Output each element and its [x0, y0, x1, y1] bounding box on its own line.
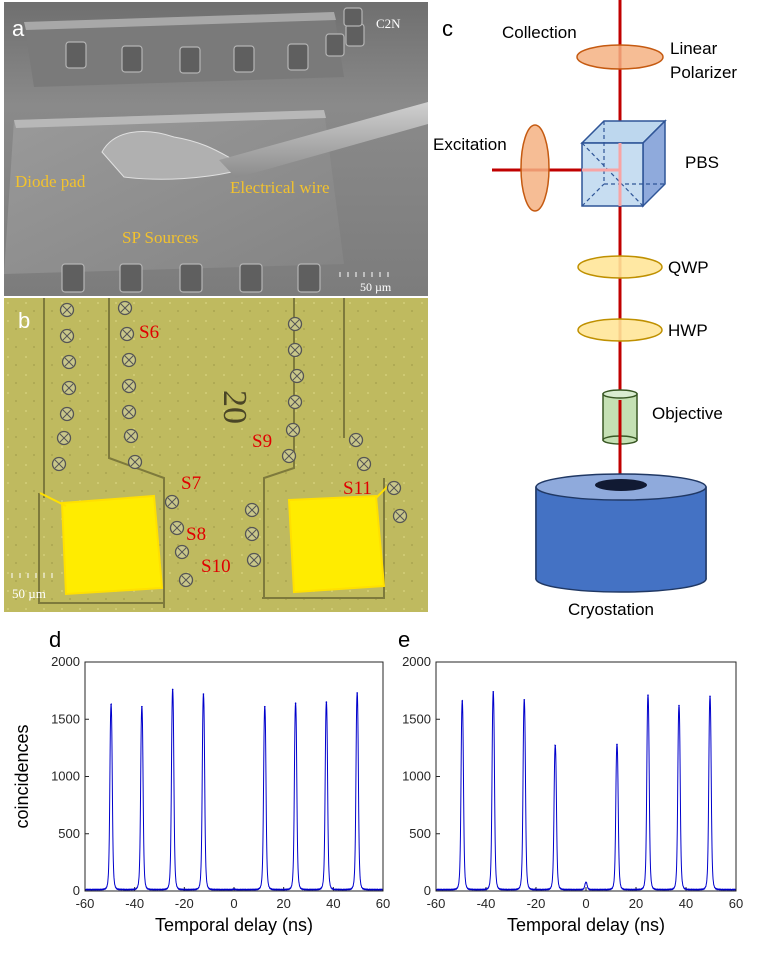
- chart-e-xtick-label: -40: [477, 896, 496, 911]
- chart-d-ytick-label: 2000: [51, 654, 80, 669]
- chart-e-ytick-label: 0: [424, 883, 431, 898]
- chart-e-peak-6: [647, 694, 649, 697]
- chart-d-peak-6: [294, 702, 297, 705]
- scale-bar-a-label: 50 µm: [360, 280, 392, 294]
- source-label-s10: S10: [201, 556, 231, 577]
- sem-image-panel: C2N Diode pad Electrical wire SP Sources…: [4, 2, 428, 296]
- source-label-s6: S6: [139, 322, 159, 343]
- chart-e-peak-1: [492, 690, 495, 693]
- sem-image: C2N Diode pad Electrical wire SP Sources…: [4, 2, 428, 296]
- chart-d-peak-7: [325, 701, 328, 703]
- chart-d-peak-2: [171, 688, 174, 691]
- scale-bar-b-label: 50 µm: [12, 586, 46, 601]
- chart-e-xtick-label: -20: [527, 896, 546, 911]
- chart-e-xlabel: Temporal delay (ns): [507, 915, 665, 935]
- chart-d-xlabel: Temporal delay (ns): [155, 915, 313, 935]
- panel-letter-c: c: [442, 16, 453, 41]
- chart-d-peak-5: [263, 705, 266, 708]
- chart-e-ytick-label: 500: [409, 826, 431, 841]
- half-wave-plate: [577, 318, 663, 342]
- chart-e-ytick-label: 1500: [402, 711, 431, 726]
- scale-bar-b: [11, 573, 53, 578]
- chart-e-xtick-label: 60: [729, 896, 743, 911]
- hwp-label: HWP: [668, 321, 708, 340]
- setup-schematic: Collection Linear Polarizer Excitation P…: [433, 0, 737, 619]
- chart-e-axes-box: [435, 661, 737, 892]
- chart-d-xtick-label: -20: [175, 896, 194, 911]
- chart-e-svg: -60 -40 -20 0 20 40 60 0 500 1000 1500 2000Temporal…: [402, 654, 743, 935]
- sp-sources-label: SP Sources: [122, 228, 198, 247]
- excitation-lens: [520, 124, 550, 212]
- panel-letter-b: b: [18, 308, 31, 333]
- microscope-image-panel: 20 20: [4, 298, 473, 612]
- chart-d-axes-box: [84, 661, 384, 892]
- panel-letter-e: e: [398, 627, 411, 652]
- cryostation-label: Cryostation: [568, 600, 654, 619]
- electrical-wire-label: Electrical wire: [230, 178, 330, 197]
- chart-e-peak-3: [554, 744, 557, 747]
- chart-d-peak-0: [110, 703, 112, 706]
- chart-d-xtick-label: 60: [376, 896, 390, 911]
- chart-e-peak-8: [709, 695, 711, 698]
- linear-polarizer: [576, 44, 664, 70]
- pbs-cube: [580, 119, 667, 208]
- microscope-image: 20 20: [4, 298, 473, 612]
- chart-d-ytick-label: 500: [58, 826, 80, 841]
- chart-d-xtick-label: -60: [76, 896, 95, 911]
- chart-e-peak-2: [523, 698, 526, 701]
- svg-text:20: 20: [216, 390, 253, 424]
- chart-e-ytick-label: 2000: [402, 654, 431, 669]
- panel-letter-d: d: [49, 627, 62, 652]
- chart-e-peak-7: [678, 704, 680, 707]
- source-label-s11: S11: [343, 478, 372, 499]
- chart-d-ytick-label: 1000: [51, 769, 80, 784]
- chart-e-xtick-label: -60: [427, 896, 446, 911]
- chart-d-plot-area: [85, 662, 383, 891]
- chart-d-peak-1: [141, 705, 143, 708]
- chart-d-xtick-label: 40: [326, 896, 340, 911]
- chart-e-xtick-label: 20: [629, 896, 643, 911]
- qwp-label: QWP: [668, 258, 709, 277]
- diode-pad-label: Diode pad: [15, 172, 86, 191]
- chart-e-peak-4: [585, 881, 587, 884]
- objective-label: Objective: [652, 404, 723, 423]
- chart-e-peak-5: [616, 743, 618, 746]
- cryostat: [535, 473, 707, 593]
- quarter-wave-plate: [577, 255, 663, 279]
- collection-label: Collection: [502, 23, 577, 42]
- source-label-s9: S9: [252, 431, 272, 452]
- chart-e-xtick-label: 0: [582, 896, 589, 911]
- chart-e-xtick-label: 40: [679, 896, 693, 911]
- chart-d-peak-3: [202, 693, 205, 695]
- scale-bar-a: [339, 272, 389, 277]
- chart-d-ytick-label: 1500: [51, 711, 80, 726]
- chart-d-xtick-label: 0: [230, 896, 237, 911]
- chart-d-xtick-label: 20: [276, 896, 290, 911]
- chart-d-xtick-label: -40: [125, 896, 144, 911]
- source-label-s7: S7: [181, 473, 201, 494]
- chart-e-ytick-label: 1000: [402, 769, 431, 784]
- chart-d-ytick-label: 0: [73, 883, 80, 898]
- chart-d-peak-8: [356, 692, 358, 694]
- c2n-watermark: C2N: [376, 16, 401, 31]
- chart-d-peak-4: [233, 888, 235, 891]
- linear-polarizer-label-1: Linear: [670, 39, 718, 58]
- excitation-label: Excitation: [433, 135, 507, 154]
- chart-d-svg: -60 -40 -20 0 20 40 60 0 500 1000 1500 2000Temporal…: [12, 654, 390, 935]
- chart-d-ylabel: coincidences: [12, 724, 32, 828]
- source-label-s8: S8: [186, 524, 206, 545]
- linear-polarizer-label-2: Polarizer: [670, 63, 737, 82]
- panel-letter-a: a: [12, 16, 25, 41]
- optical-setup-diagram: Collection Linear Polarizer Excitation P…: [430, 0, 778, 625]
- chart-e-peak-0: [461, 700, 464, 702]
- pbs-label: PBS: [685, 153, 719, 172]
- chart-e-plot-area: [436, 662, 736, 891]
